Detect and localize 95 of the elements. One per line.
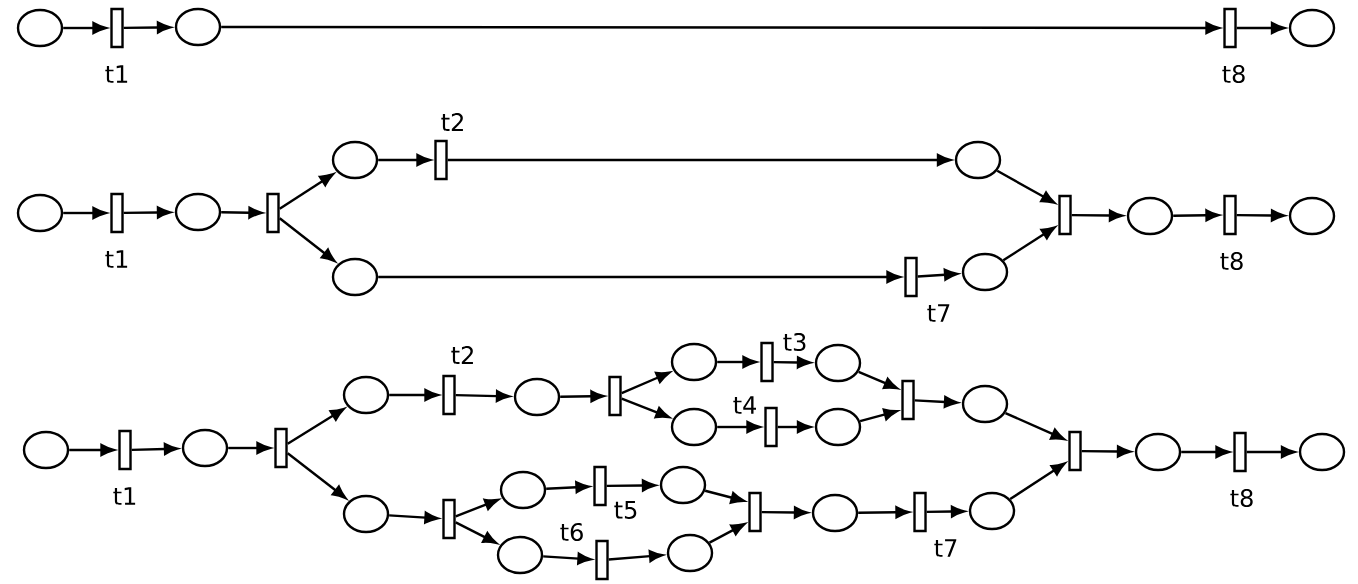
- place: [499, 470, 547, 510]
- arrow: [608, 550, 664, 563]
- place: [174, 7, 222, 47]
- place: [811, 493, 859, 533]
- place: [670, 407, 718, 447]
- transition-bar: [748, 491, 762, 533]
- arrow: [378, 153, 431, 167]
- place: [174, 192, 222, 232]
- place: [342, 494, 390, 534]
- arrow: [1236, 21, 1286, 35]
- arrow: [1002, 226, 1056, 262]
- transition-label: t1: [113, 487, 136, 505]
- arrow: [221, 21, 1220, 35]
- arrow: [1009, 462, 1066, 501]
- place: [666, 533, 714, 573]
- transition-label: t1: [105, 250, 128, 268]
- arrow: [1246, 445, 1296, 459]
- arrow: [389, 388, 439, 402]
- arrow: [858, 370, 899, 390]
- place: [954, 140, 1002, 180]
- arrow: [560, 390, 605, 403]
- place: [1288, 196, 1336, 236]
- place: [1126, 196, 1174, 236]
- place: [961, 252, 1009, 292]
- arrow: [1081, 445, 1132, 458]
- place: [342, 375, 390, 415]
- transition-bar: [274, 427, 288, 469]
- arrow: [859, 408, 898, 423]
- transition-label: t2: [441, 113, 463, 131]
- arrow: [761, 506, 809, 519]
- transition-label: t7: [934, 539, 957, 557]
- place: [331, 140, 379, 180]
- arrow: [1173, 209, 1220, 222]
- place: [16, 193, 64, 233]
- transition-label: t8: [1222, 64, 1245, 84]
- transition-label: t8: [1230, 488, 1253, 508]
- arrow: [1071, 209, 1124, 222]
- place: [1288, 8, 1336, 48]
- arrow: [926, 505, 966, 518]
- transition-label: t2: [451, 346, 473, 364]
- transition-label: t3: [783, 332, 806, 352]
- transition-bar: [266, 192, 280, 234]
- place: [814, 407, 862, 447]
- arrow: [606, 479, 657, 492]
- place: [16, 8, 64, 48]
- arrow: [455, 521, 498, 545]
- arrow: [123, 206, 172, 219]
- arrow: [63, 206, 107, 220]
- arrow: [717, 420, 761, 434]
- arrow: [858, 506, 910, 519]
- transition-label: t7: [927, 304, 950, 322]
- arrow: [621, 371, 671, 395]
- place: [968, 491, 1016, 531]
- arrow: [228, 441, 271, 455]
- transition-label: t4: [733, 396, 756, 414]
- arrow: [447, 153, 952, 167]
- arrow: [1181, 445, 1230, 459]
- arrow: [914, 395, 959, 408]
- transition-label: t5: [614, 501, 637, 519]
- transition-label: t1: [105, 65, 128, 83]
- place: [659, 465, 707, 505]
- place: [513, 377, 561, 417]
- arrow: [996, 169, 1056, 204]
- arrow: [286, 452, 347, 500]
- arrow: [221, 206, 263, 219]
- place: [670, 342, 718, 382]
- arrow: [708, 523, 746, 544]
- transition-bar: [442, 498, 456, 540]
- transition-bar: [1068, 430, 1082, 472]
- transition-bar: [901, 379, 915, 421]
- place: [181, 428, 229, 468]
- arrow: [69, 443, 115, 457]
- place: [22, 430, 70, 470]
- arrow: [123, 21, 172, 34]
- arrow: [279, 173, 334, 210]
- arrow: [777, 420, 812, 434]
- place: [961, 384, 1009, 424]
- place: [814, 343, 862, 383]
- arrow: [378, 270, 901, 284]
- arrow: [773, 356, 812, 369]
- arrow: [704, 489, 745, 504]
- place: [1134, 432, 1182, 472]
- arrow: [63, 21, 107, 35]
- transition-bar: [608, 375, 622, 417]
- transition-label: t8: [1220, 251, 1243, 271]
- arrow: [1236, 209, 1286, 222]
- arrow: [287, 407, 345, 445]
- place: [1298, 432, 1346, 472]
- transition-label: t6: [560, 522, 583, 542]
- place: [496, 535, 544, 575]
- arrow: [717, 355, 757, 369]
- place: [331, 257, 379, 297]
- transition-bar: [1058, 194, 1072, 236]
- arrow: [278, 217, 336, 263]
- arrow: [1004, 412, 1066, 441]
